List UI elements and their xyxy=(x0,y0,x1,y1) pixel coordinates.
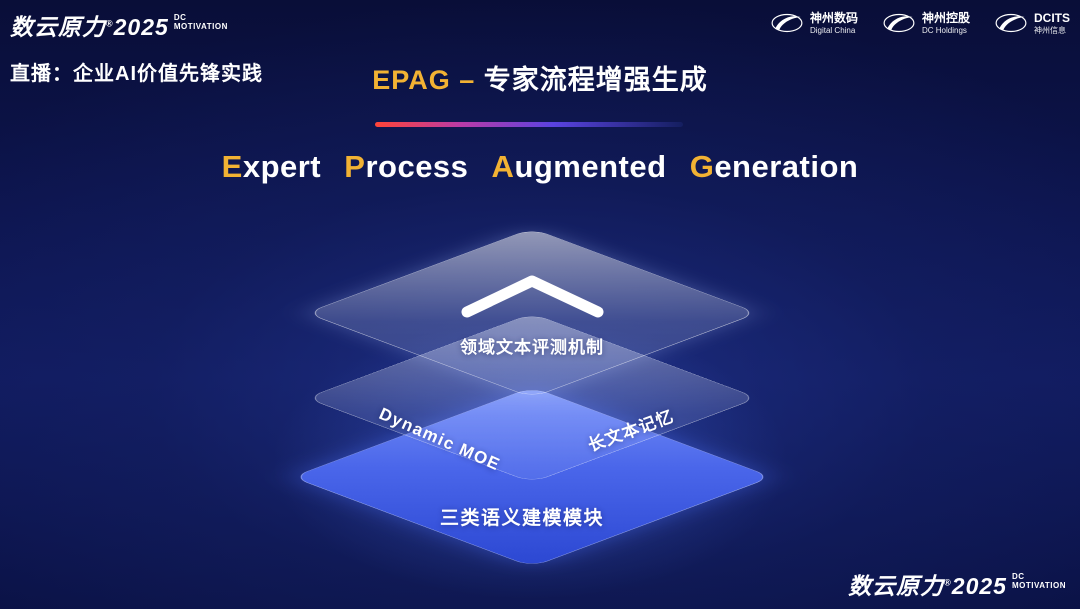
title-en: EPAG – xyxy=(372,65,476,95)
logo-name: 神州数码 xyxy=(809,11,858,25)
logo-digital-china: 神州数码 Digital China xyxy=(770,11,858,35)
subtitle-word-generation: Generation xyxy=(690,149,859,184)
subtitle-initial: A xyxy=(491,149,515,184)
logo-text: 神州控股 DC Holdings xyxy=(921,11,970,35)
subtitle-rest: xpert xyxy=(242,149,322,184)
brand-subtitle: DC MOTIVATION xyxy=(174,13,228,31)
logo-sub: DC Holdings xyxy=(921,25,967,35)
subtitle-initial: E xyxy=(221,149,243,184)
logo-sub: Digital China xyxy=(809,25,856,35)
logo-name: 神州控股 xyxy=(921,11,970,25)
corporate-logos: 神州数码 Digital China 神州控股 DC Holdings DCIT… xyxy=(770,11,1070,35)
layer-bottom-label: 三类语义建模模块 xyxy=(439,508,604,529)
subtitle-word-expert: Expert xyxy=(222,149,322,184)
logo-name: DCITS xyxy=(1034,11,1070,25)
subtitle-word-augmented: Augmented xyxy=(492,149,667,184)
subtitle-rest: eneration xyxy=(714,149,859,184)
brand-name-text: 数云原力 xyxy=(848,573,945,599)
live-stream-label: 直播：企业AI价值先锋实践 xyxy=(10,63,263,85)
logo-text: 神州数码 Digital China xyxy=(809,11,858,35)
logo-text: DCITS 神州信息 xyxy=(1034,11,1070,35)
logo-dc-holdings: 神州控股 DC Holdings xyxy=(882,11,970,35)
brand-reg-mark: ® xyxy=(944,577,952,588)
brand-name: 数云原力®2025 xyxy=(848,567,1007,601)
brand-year: 2025 xyxy=(951,573,1007,599)
subtitle-initial: P xyxy=(344,149,366,184)
subtitle-rest: ugmented xyxy=(514,149,667,184)
brand-name-text: 数云原力 xyxy=(10,14,106,40)
swoosh-icon xyxy=(770,12,804,34)
subtitle-word-process: Process xyxy=(344,149,468,184)
brand-subtitle: DC MOTIVATION xyxy=(1012,572,1066,590)
brand-sub1: DC xyxy=(1011,572,1025,581)
chevron-up-icon xyxy=(461,275,604,318)
swoosh-icon xyxy=(994,12,1028,34)
brand-year: 2025 xyxy=(113,14,169,40)
brand-logo-top-left: 数云原力®2025 DC MOTIVATION xyxy=(10,8,228,42)
gradient-divider xyxy=(375,122,683,127)
subtitle-expanded: Expert Process Augmented Generation xyxy=(0,149,1080,185)
swoosh-icon xyxy=(882,12,916,34)
logo-sub: 神州信息 xyxy=(1034,25,1066,35)
title-cn: 专家流程增强生成 xyxy=(483,65,708,95)
brand-logo-bottom-right: 数云原力®2025 DC MOTIVATION xyxy=(848,567,1066,601)
subtitle-initial: G xyxy=(689,149,715,184)
brand-sub2: MOTIVATION xyxy=(173,22,228,31)
page-title: EPAG – 专家流程增强生成 xyxy=(0,58,1080,97)
logo-dcits: DCITS 神州信息 xyxy=(994,11,1070,35)
brand-sub1: DC xyxy=(173,13,187,22)
subtitle-rest: rocess xyxy=(365,149,469,184)
brand-name: 数云原力®2025 xyxy=(10,8,169,42)
brand-reg-mark: ® xyxy=(106,18,114,29)
layer-top-label: 领域文本评测机制 xyxy=(460,338,604,357)
brand-sub2: MOTIVATION xyxy=(1011,581,1066,590)
